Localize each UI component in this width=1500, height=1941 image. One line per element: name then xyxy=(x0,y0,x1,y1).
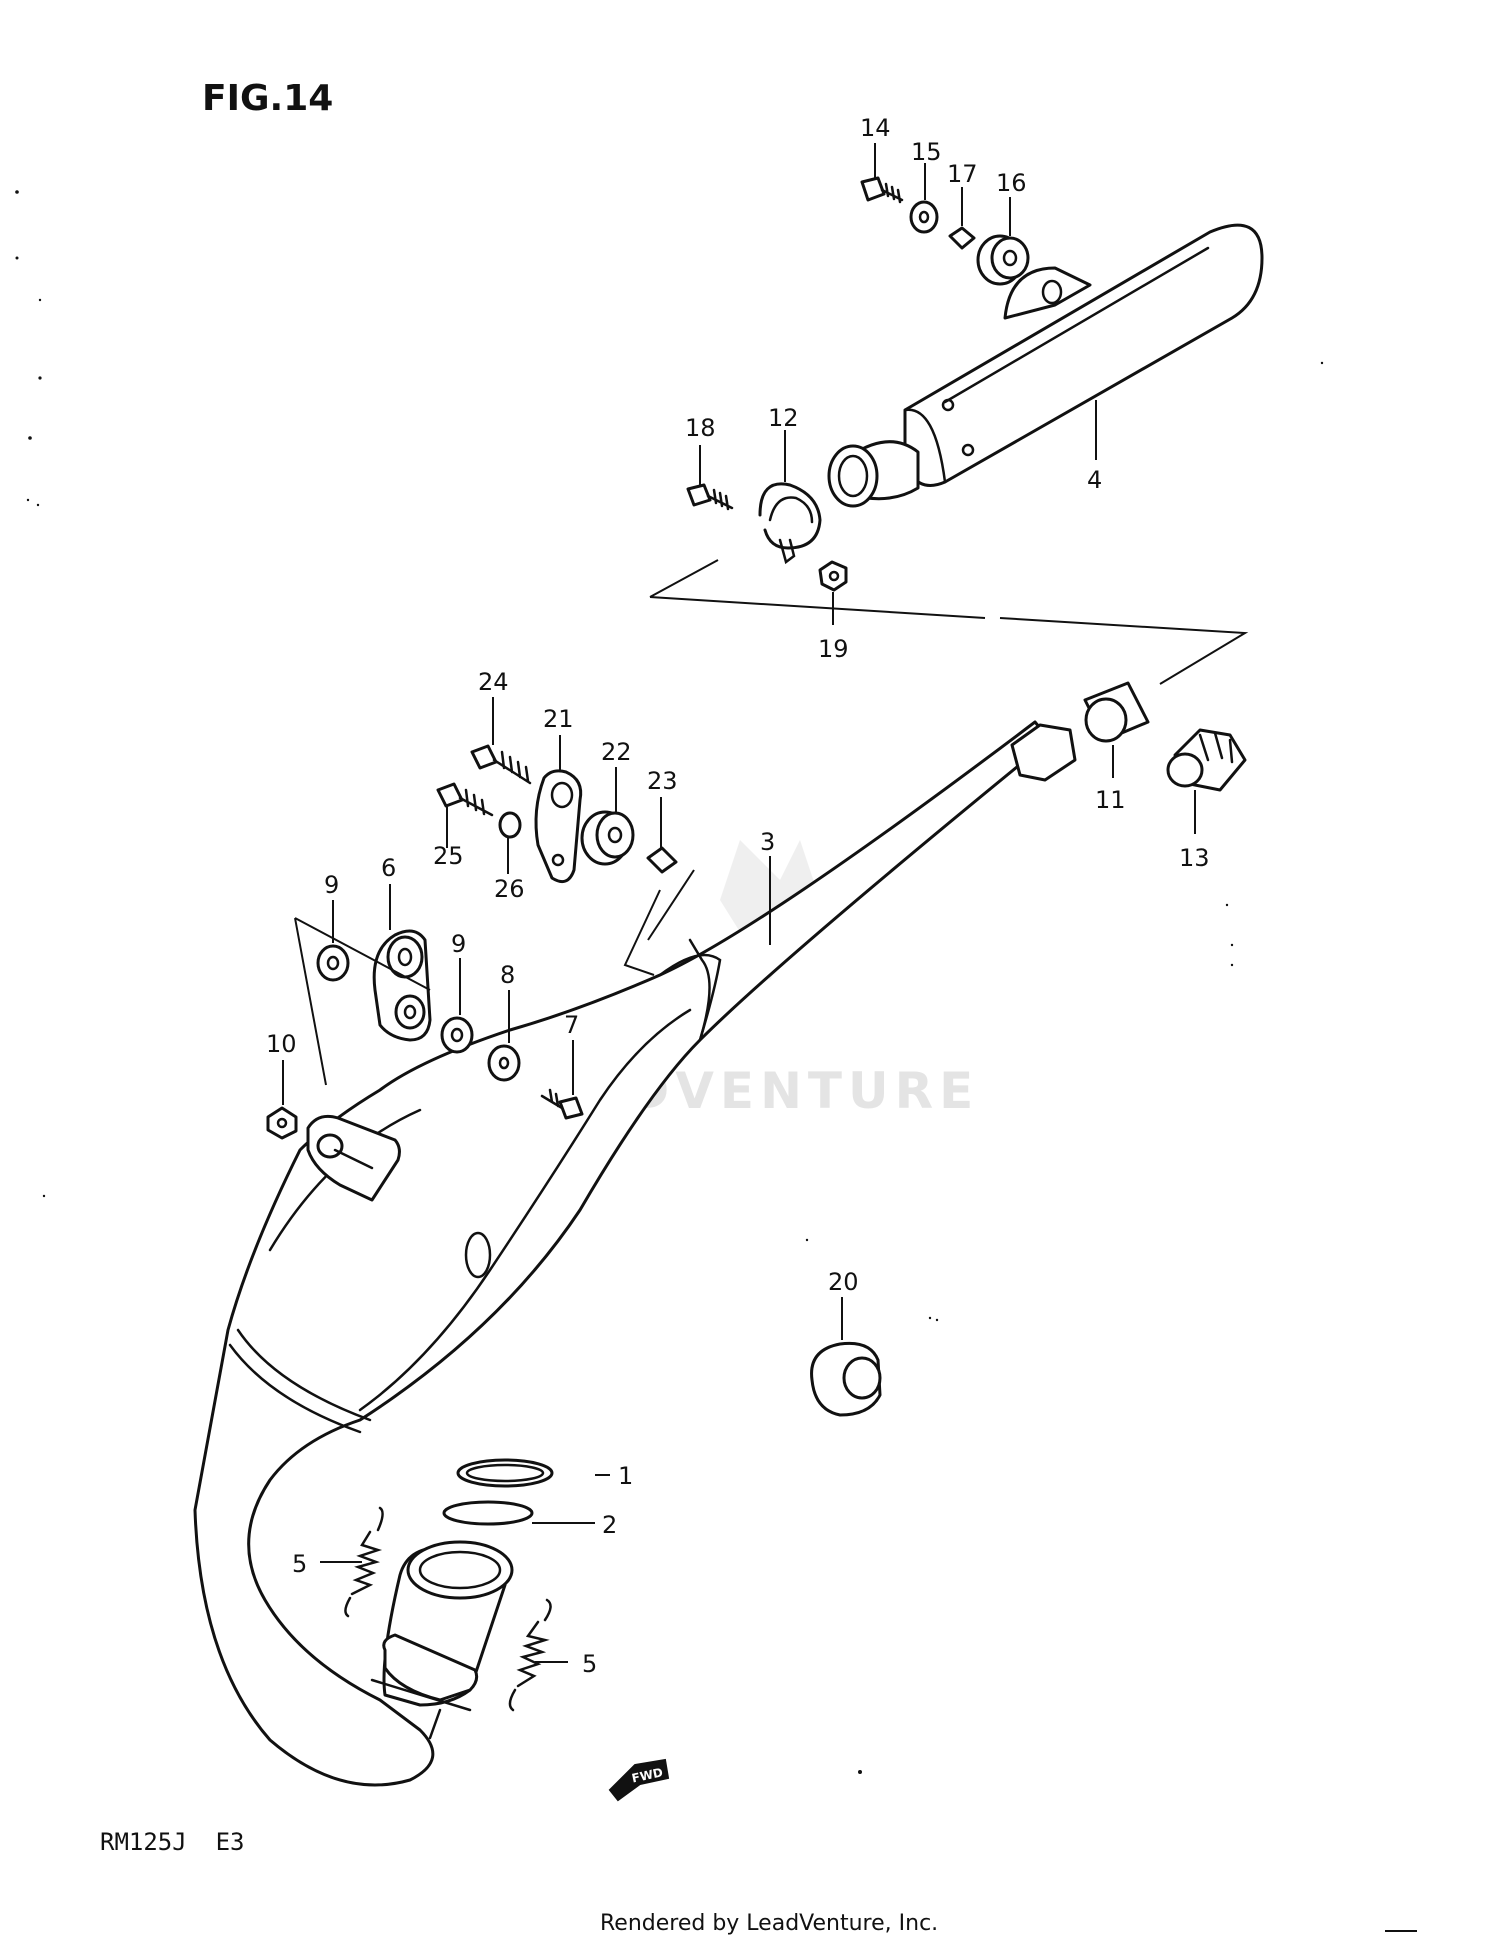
washer-part-8-hole xyxy=(498,1056,510,1070)
callouts: 1 2 3 4 5 5 6 7 8 9 9 10 11 12 13 14 15 … xyxy=(266,114,1210,1678)
fwd-label: FWD xyxy=(631,1765,665,1785)
bracket-line-mount xyxy=(294,889,661,1086)
scan-specks xyxy=(15,190,1417,1932)
mount-bracket xyxy=(306,1114,401,1202)
bolt-part-14 xyxy=(860,176,904,204)
callout-26: 26 xyxy=(494,875,525,903)
bolt-part-24 xyxy=(470,744,532,785)
washer-part-8 xyxy=(487,1044,521,1082)
bolt-part-7 xyxy=(540,1088,584,1120)
gasket-part-1 xyxy=(456,1458,554,1488)
model-code: RM125J E3 xyxy=(100,1828,245,1856)
callout-11: 11 xyxy=(1095,786,1126,814)
callout-23: 23 xyxy=(647,767,678,795)
footer-credit: Rendered by LeadVenture, Inc. xyxy=(600,1911,938,1936)
spring-part-5-left xyxy=(344,1506,384,1618)
callout-7: 7 xyxy=(564,1011,579,1039)
callout-6: 6 xyxy=(381,854,396,882)
figure-title: FIG.14 xyxy=(202,78,333,119)
washer-part-15 xyxy=(909,200,939,234)
callout-13: 13 xyxy=(1179,844,1210,872)
callout-24: 24 xyxy=(478,668,509,696)
spring-part-5-right xyxy=(508,1598,552,1712)
callout-10: 10 xyxy=(266,1030,297,1058)
washer-part-9-right-hole xyxy=(450,1027,464,1043)
ring-part-2 xyxy=(442,1500,534,1526)
sleeve-part-11 xyxy=(1083,681,1150,743)
cushion-part-16 xyxy=(976,234,1030,286)
callout-18: 18 xyxy=(685,414,716,442)
fitting-part-13 xyxy=(1166,728,1247,792)
clamp-part-12 xyxy=(758,482,822,565)
collar-part-17 xyxy=(948,226,976,250)
collar-part-23 xyxy=(646,846,678,874)
callout-9-right: 9 xyxy=(451,930,466,958)
washer-part-9-left xyxy=(316,944,350,982)
exhaust-chamber-part-3 xyxy=(193,720,1077,1787)
callout-15: 15 xyxy=(911,138,942,166)
callout-21: 21 xyxy=(543,705,574,733)
callout-3: 3 xyxy=(760,828,775,856)
callout-2: 2 xyxy=(602,1511,617,1539)
callout-25: 25 xyxy=(433,842,464,870)
callout-22: 22 xyxy=(601,738,632,766)
callout-5-left: 5 xyxy=(292,1550,307,1578)
callout-12: 12 xyxy=(768,404,799,432)
washer-part-26 xyxy=(498,811,522,839)
callout-20: 20 xyxy=(828,1268,859,1296)
bolt-part-25 xyxy=(436,782,494,817)
callout-8: 8 xyxy=(500,961,515,989)
bracket-line-23 xyxy=(647,869,695,941)
callout-19: 19 xyxy=(818,635,849,663)
callout-9-left: 9 xyxy=(324,871,339,899)
callout-16: 16 xyxy=(996,169,1027,197)
cushion-part-22 xyxy=(580,810,635,866)
inlet-pipe xyxy=(370,1540,514,1740)
nut-part-19 xyxy=(818,560,848,592)
fwd-arrow-icon: FWD xyxy=(608,1758,670,1802)
callout-5-right: 5 xyxy=(582,1650,597,1678)
washer-part-9-left-hole xyxy=(326,955,340,971)
silencer-part-4 xyxy=(827,223,1264,508)
callout-4: 4 xyxy=(1087,466,1102,494)
callout-14: 14 xyxy=(860,114,891,142)
damper-part-6 xyxy=(372,929,432,1042)
nut-part-10 xyxy=(266,1106,298,1140)
callout-1: 1 xyxy=(618,1462,633,1490)
bolt-part-18 xyxy=(686,483,734,511)
callout-17: 17 xyxy=(947,160,978,188)
cushion-part-20 xyxy=(810,1341,882,1417)
plate-part-21 xyxy=(534,769,583,884)
washer-part-9-right xyxy=(440,1016,474,1054)
bracket-line-upper xyxy=(649,559,1249,685)
washer-part-15-hole xyxy=(918,210,930,224)
